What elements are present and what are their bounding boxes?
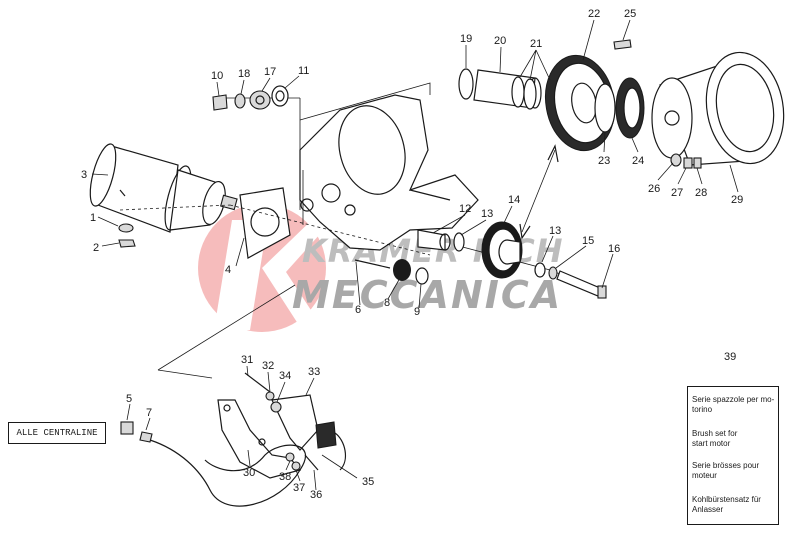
callout-numbers: 10 18 17 11 3 1 2 4 6 8 9 12 13 14 13 15… [81, 8, 743, 501]
callout-4: 4 [225, 264, 231, 276]
engine-case [299, 94, 479, 251]
callout-3: 3 [81, 169, 87, 181]
callout-13-left: 13 [481, 208, 493, 220]
callout-35: 35 [362, 476, 374, 488]
connector-7 [139, 431, 153, 443]
washer-11 [271, 85, 289, 107]
washer-38 [285, 452, 295, 462]
connector-5 [120, 421, 134, 435]
callout-12: 12 [459, 203, 471, 215]
callout-20: 20 [494, 35, 506, 47]
callout-22: 22 [588, 8, 600, 20]
legend-english-line1: Brush set for [692, 429, 738, 438]
callout-29: 29 [731, 194, 743, 206]
callout-16: 16 [608, 243, 620, 255]
callout-9: 9 [414, 306, 420, 318]
bolt-16 [556, 270, 607, 299]
callout-28: 28 [695, 187, 707, 199]
callout-38: 38 [279, 471, 291, 483]
callout-13-right: 13 [549, 225, 561, 237]
washer-13-right [534, 262, 546, 278]
washer-18 [234, 93, 246, 109]
callout-32: 32 [262, 360, 274, 372]
callout-37: 37 [293, 482, 305, 494]
callout-23: 23 [598, 155, 610, 167]
bearing-24 [615, 77, 645, 139]
gear-22 [544, 54, 616, 152]
callout-1: 1 [90, 212, 96, 224]
callout-30: 30 [243, 467, 255, 479]
callout-19: 19 [460, 33, 472, 45]
callout-8: 8 [384, 297, 390, 309]
brush-holder-plate [217, 394, 319, 479]
callout-33: 33 [308, 366, 320, 378]
starter-motor [89, 143, 238, 233]
washer-13-left [453, 232, 465, 252]
bushing-19 [458, 68, 474, 100]
legend-german-line2: Anlasser [692, 505, 724, 514]
callout-24: 24 [632, 155, 644, 167]
legend-french-line2: moteur [692, 471, 717, 480]
legend-italian-line1: Serie spazzole per mo- [692, 395, 775, 404]
nut-34 [270, 401, 282, 413]
callout-36: 36 [310, 489, 322, 501]
callout-25: 25 [624, 8, 636, 20]
nut-1 [118, 223, 134, 233]
callout-39: 39 [724, 351, 737, 363]
legend-german-line1: Kohlbürstensatz für [692, 495, 761, 504]
callout-17: 17 [264, 66, 276, 78]
callout-7: 7 [146, 407, 152, 419]
screw-25 [613, 39, 632, 50]
washer-26 [670, 153, 682, 167]
screw-36 [304, 454, 319, 471]
bolt-10 [212, 94, 228, 111]
washer-37 [291, 461, 301, 471]
callout-11: 11 [298, 65, 309, 77]
nut-17 [249, 90, 271, 110]
callout-6: 6 [355, 304, 361, 316]
gear-8 [393, 259, 411, 281]
bushing-12 [417, 229, 451, 251]
callout-10: 10 [211, 70, 223, 82]
callout-leaders [91, 19, 739, 491]
callout-2: 2 [93, 242, 99, 254]
bushing-9 [415, 267, 429, 285]
pin-28 [693, 157, 702, 169]
brush-set-legend: Serie spazzole per mo- torino Brush set … [687, 386, 779, 525]
callout-5: 5 [126, 393, 132, 405]
screw-31 [244, 372, 271, 393]
callout-31: 31 [241, 354, 253, 366]
legend-english-line2: start motor [692, 439, 731, 448]
pin-27 [683, 157, 693, 169]
gear-14 [481, 221, 523, 279]
washer-15 [548, 266, 558, 280]
leader-lines [157, 98, 559, 379]
callout-21: 21 [530, 38, 542, 50]
legend-italian-line2: torino [692, 405, 713, 414]
centraline-label: ALLE CENTRALINE [8, 422, 106, 444]
callout-15: 15 [582, 235, 594, 247]
callout-27: 27 [671, 187, 683, 199]
callout-18: 18 [238, 68, 250, 80]
bearing-23 [594, 83, 616, 133]
brush-block [315, 421, 337, 449]
washer-32 [265, 391, 275, 401]
nut-2 [118, 239, 136, 248]
callout-26: 26 [648, 183, 660, 195]
gasket-plate [239, 187, 291, 259]
cover-29 [651, 51, 785, 166]
spring-6 [354, 259, 391, 269]
callout-34: 34 [279, 370, 291, 382]
callout-14: 14 [508, 194, 520, 206]
legend-french-line1: Serie brösses pour [692, 461, 760, 470]
